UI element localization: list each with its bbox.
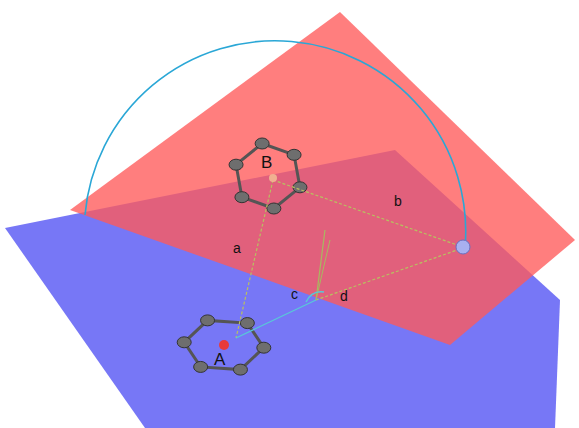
ring-label: B xyxy=(261,154,272,171)
carbon-atom xyxy=(194,361,208,372)
carbon-atom xyxy=(267,203,281,214)
centroid-a xyxy=(219,340,229,350)
distance-label: a xyxy=(233,241,241,255)
carbon-atom xyxy=(287,149,301,160)
distance-label: d xyxy=(340,289,348,303)
ring-b xyxy=(229,138,307,214)
carbon-atom xyxy=(233,364,247,375)
carbon-atom xyxy=(229,159,243,170)
normal-line xyxy=(236,300,316,338)
distance-line xyxy=(316,249,460,300)
distance-line xyxy=(273,180,460,246)
red-plane xyxy=(70,12,575,345)
carbon-atom xyxy=(201,315,215,326)
carbon-atom xyxy=(177,337,191,348)
angle-arc xyxy=(85,41,466,248)
carbon-atom xyxy=(255,138,269,149)
ring-a xyxy=(177,315,271,375)
atom-sphere xyxy=(456,240,470,254)
centroid-b xyxy=(269,174,277,182)
normal-line xyxy=(316,240,330,300)
carbon-atom xyxy=(235,192,249,203)
angle-mark xyxy=(306,292,324,302)
carbon-atom xyxy=(293,182,307,193)
distance-label: c xyxy=(291,287,298,301)
distance-label: b xyxy=(394,194,402,208)
carbon-atom xyxy=(240,318,254,329)
distance-line xyxy=(236,180,273,338)
carbon-atom xyxy=(257,342,271,353)
ring-label: A xyxy=(214,351,225,368)
normal-line xyxy=(316,230,325,300)
